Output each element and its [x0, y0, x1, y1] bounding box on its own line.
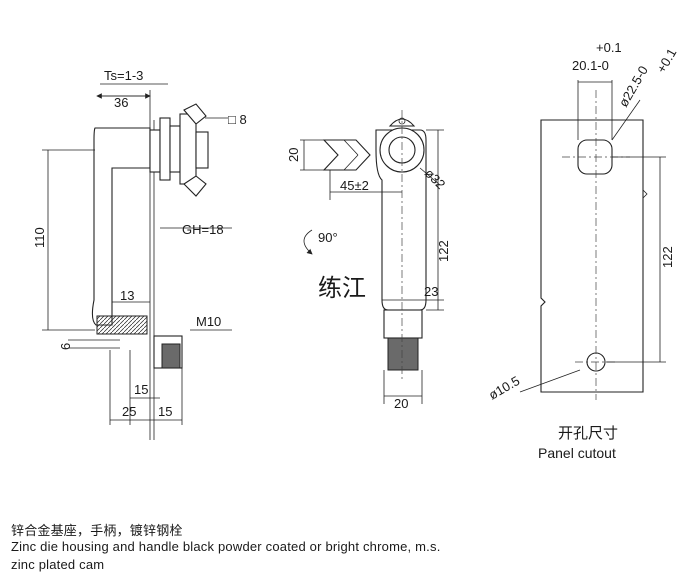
cutout-title-en: Panel cutout — [538, 445, 616, 461]
technical-drawing: Ts=1-3 36 □ 8 GH=18 110 13 M10 6 15 25 1… — [32, 40, 679, 461]
dim-m10: M10 — [196, 314, 221, 329]
shaft — [383, 309, 423, 339]
cam-wing — [183, 103, 207, 125]
cutout-view: +0.1 20.1-0 ø22.5-0 +0.1 122 ø10.5 开孔尺寸 … — [486, 40, 679, 461]
cam-wing-lower — [183, 175, 207, 197]
dim-15a: 15 — [134, 382, 148, 397]
handle-hatch — [96, 315, 148, 335]
dim-25: 25 — [122, 404, 136, 419]
dim-tol-diag: +0.1 — [654, 46, 680, 76]
dim-13: 13 — [120, 288, 134, 303]
dim-square-8: □ 8 — [228, 112, 247, 127]
watermark: 练江 — [318, 275, 366, 302]
dim-dia-10-5: ø10.5 — [486, 373, 522, 403]
caption-english-line-1: Zinc die housing and handle black powder… — [11, 539, 441, 554]
dim-width-20-1: 20.1-0 — [572, 58, 609, 73]
rotation-arrow — [303, 229, 313, 255]
housing-nut-2 — [169, 125, 181, 173]
dim-122-mid: 122 — [436, 240, 451, 262]
cam-square — [195, 131, 209, 169]
dim-45: 45±2 — [340, 178, 369, 193]
cam-wedge — [322, 139, 371, 171]
caption-chinese: 锌合金基座，手柄，镀锌钢栓 — [11, 524, 183, 539]
dim-110: 110 — [32, 227, 47, 248]
dim-20b: 20 — [394, 396, 408, 411]
shaft-nut — [387, 337, 419, 371]
dim-6: 6 — [58, 343, 73, 350]
panel-plate — [540, 119, 644, 393]
housing-flange — [149, 129, 161, 173]
dim-dia-22-5: ø22.5-0 — [616, 63, 651, 109]
side-view: Ts=1-3 36 □ 8 GH=18 110 13 M10 6 15 25 1… — [32, 68, 247, 440]
housing-nut-1 — [159, 117, 171, 181]
front-view: 20 ø32 45±2 90° 122 23 20 练江 — [286, 110, 451, 411]
dim-15b: 15 — [158, 404, 172, 419]
housing-body — [179, 113, 197, 185]
cutout-title-cn: 开孔尺寸 — [558, 425, 618, 442]
dim-ts: Ts=1-3 — [104, 68, 143, 83]
dim-122-right: 122 — [660, 246, 675, 268]
dim-36: 36 — [114, 95, 128, 110]
dim-23: 23 — [424, 284, 438, 299]
caption-english-line-2: zinc plated cam — [11, 557, 105, 572]
bracket-nut — [161, 343, 181, 369]
dim-tol-top: +0.1 — [596, 40, 622, 55]
dim-gh: GH=18 — [182, 222, 224, 237]
dim-20a: 20 — [286, 148, 301, 162]
dim-rotation: 90° — [318, 230, 338, 245]
